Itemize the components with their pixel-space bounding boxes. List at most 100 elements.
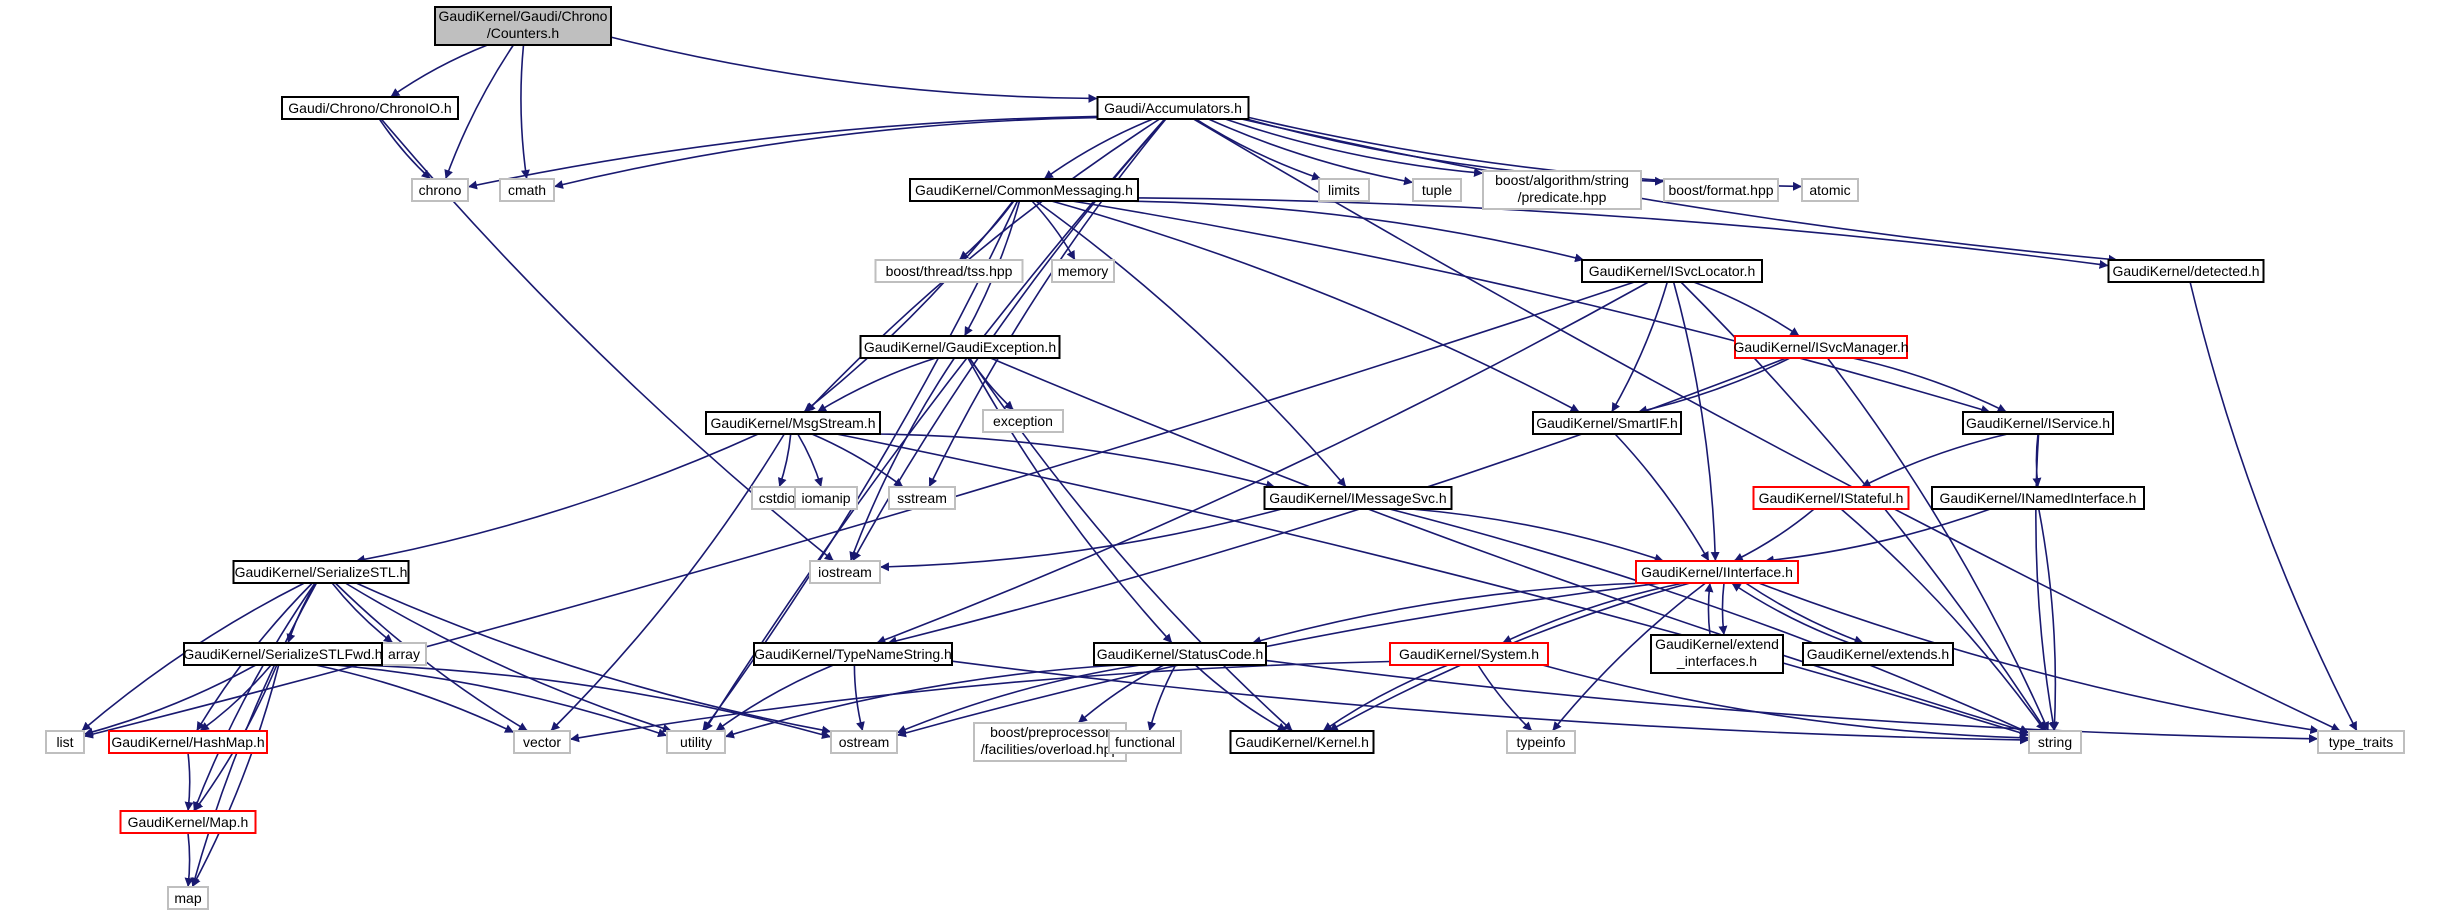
edge-serializestl-to-utility [344,582,672,733]
edge-line [315,664,515,734]
edge-isvclocator-to-isvcmanager [1693,281,1800,337]
node-box [1752,486,1910,510]
edge-system-to-string [1542,664,2030,743]
node-label: GaudiKernel/Gaudi/Chrono [439,8,608,24]
edge-chronoio-to-chrono [378,118,432,180]
node-typenamestring[interactable]: GaudiKernel/TypeNameString.h [753,642,953,666]
node-extend_interfaces[interactable]: GaudiKernel/extend_interfaces.h [1650,634,1784,674]
node-limits: limits [1318,178,1370,202]
node-label: boost/algorithm/string [1495,172,1629,188]
node-istateful[interactable]: GaudiKernel/IStateful.h [1752,486,1910,510]
edge-isvclocator-to-smartif [1611,281,1669,413]
edge-line [1137,197,2109,269]
node-kernel[interactable]: GaudiKernel/Kernel.h [1229,730,1375,754]
node-label: GaudiKernel/Kernel.h [1235,734,1369,750]
node-box [1412,178,1462,202]
node-isvcmanager[interactable]: GaudiKernel/ISvcManager.h [1733,335,1909,359]
edge-line [610,36,1098,103]
node-gaudiexception[interactable]: GaudiKernel/GaudiException.h [859,335,1061,359]
edge-line [1840,508,2046,732]
node-box [666,730,726,754]
node-label: boost/preprocessor [990,724,1110,740]
node-label: GaudiKernel/Map.h [128,814,249,830]
node-hashmap[interactable]: GaudiKernel/HashMap.h [108,730,268,754]
node-label: GaudiKernel/GaudiException.h [864,339,1056,355]
edge-serializestl-to-ostream [355,582,832,735]
edge-typenamestring-to-utility [715,664,834,732]
edge-isvcmanager-to-typenamestring [887,357,1787,646]
edge-line [1611,281,1669,413]
edge-gaudiexception-to-statuscode [967,357,1173,644]
node-commonmsg[interactable]: GaudiKernel/CommonMessaging.h [909,178,1139,202]
node-format: boost/format.hpp [1663,178,1779,202]
node-extends[interactable]: GaudiKernel/extends.h [1802,642,1954,666]
node-box [1389,642,1549,666]
edge-line [355,582,832,735]
node-label: cstdio [759,490,796,506]
edge-map_h-to-map [184,832,194,888]
edge-system-to-typeinfo [1477,664,1533,732]
node-iinterface[interactable]: GaudiKernel/IInterface.h [1635,560,1799,584]
node-system[interactable]: GaudiKernel/System.h [1389,642,1549,666]
node-label: exception [993,413,1053,429]
edge-line [334,664,668,738]
edge-line [967,357,1173,644]
edge-statuscode-to-utility [724,664,1120,739]
node-atomic: atomic [1801,178,1859,202]
node-box [1663,178,1779,202]
edge-line [703,118,1166,732]
edge-msgstream-to-cstdio [777,433,792,488]
node-box [2317,730,2405,754]
edge-commonmsg-to-detected [1137,197,2109,269]
edge-commonmsg-to-smartif [1051,200,1580,413]
node-serializestl[interactable]: GaudiKernel/SerializeSTL.h [232,560,410,584]
edge-msgstream-to-serializestl [355,433,759,564]
node-box [1096,96,1250,120]
node-isvclocator[interactable]: GaudiKernel/ISvcLocator.h [1581,259,1763,283]
edge-statuscode-to-functional [1147,664,1177,732]
node-box [705,411,881,435]
node-msgstream[interactable]: GaudiKernel/MsgStream.h [705,411,881,435]
node-detected[interactable]: GaudiKernel/detected.h [2107,259,2265,283]
edge-line [83,281,1635,739]
edge-line [1672,281,1720,562]
node-smartif[interactable]: GaudiKernel/SmartIF.h [1532,411,1682,435]
edge-accumulators-to-type_traits [1193,118,2341,732]
edge-line [928,118,1167,488]
node-box [809,560,881,584]
node-label: map [174,890,201,906]
edge-line [1764,508,1991,565]
edge-line [355,664,832,739]
node-iservice[interactable]: GaudiKernel/IService.h [1962,411,2114,435]
node-chronoio[interactable]: Gaudi/Chrono/ChronoIO.h [281,96,459,120]
node-inamedinterface[interactable]: GaudiKernel/INamedInterface.h [1931,486,2145,510]
edge-line [1551,582,1707,732]
node-box [1318,178,1370,202]
edge-msgstream-to-sstream [811,433,904,488]
edge-line [811,433,904,488]
node-serializestlfwd[interactable]: GaudiKernel/SerializeSTLFwd.h [183,642,383,666]
edge-line [1035,200,1347,488]
node-label: GaudiKernel/CommonMessaging.h [915,182,1133,198]
edge-extends-to-iinterface [1731,582,1850,644]
node-label: limits [1328,182,1360,198]
edge-iinterface-to-statuscode [1251,582,1646,645]
edge-commonmsg-to-isvclocator [1111,200,1585,263]
node-counters[interactable]: GaudiKernel/Gaudi/Chrono/Counters.h [434,6,612,46]
edge-line [569,660,1391,743]
node-label: cmath [508,182,546,198]
edge-accumulators-to-limits [1195,118,1322,181]
node-map_h[interactable]: GaudiKernel/Map.h [119,810,257,834]
edge-line [1031,200,1076,261]
node-label: GaudiKernel/IMessageSvc.h [1269,490,1446,506]
node-accumulators[interactable]: Gaudi/Accumulators.h [1096,96,1250,120]
node-label: GaudiKernel/extends.h [1807,646,1949,662]
edge-accumulators-to-cmath [553,116,1098,189]
edge-line [199,664,272,732]
node-statuscode[interactable]: GaudiKernel/StatusCode.h [1093,642,1267,666]
node-label: GaudiKernel/ISvcManager.h [1733,339,1908,355]
node-string: string [2028,730,2082,754]
node-box [1263,486,1453,510]
node-imessagesvc[interactable]: GaudiKernel/IMessageSvc.h [1263,486,1453,510]
edge-line [1043,118,1154,180]
